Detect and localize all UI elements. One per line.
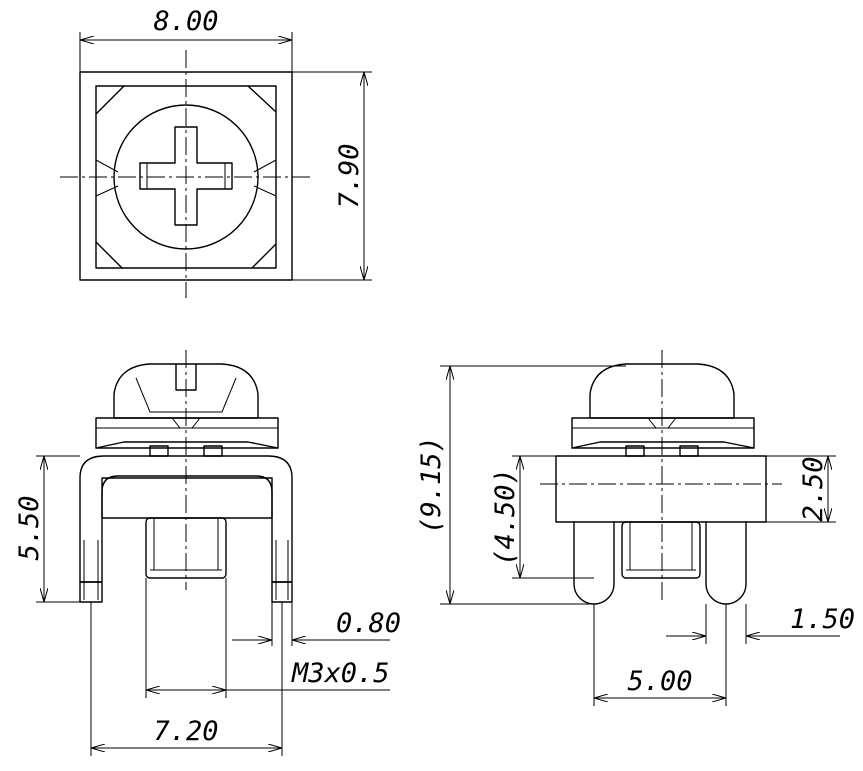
pin-diameter-dim-text: 1.50 (790, 604, 855, 635)
side-body (555, 455, 767, 523)
front-pin-left (79, 581, 103, 603)
top-width-dim-text: 8.00 (153, 6, 218, 37)
side-pin-left (573, 521, 615, 605)
front-height-dim-text: 5.50 (14, 495, 45, 560)
body-height-dim-text: 2.50 (798, 456, 829, 521)
side-screw-head (589, 363, 735, 419)
pin-spacing-dim-text: 7.20 (153, 716, 218, 747)
side-view: (9.15) (4.50) 2.50 1.50 5.00 (416, 350, 855, 706)
total-height-dim-text: (9.15) (416, 436, 447, 534)
front-pin-right (271, 581, 293, 603)
side-pin-spacing-dim-text: 5.00 (627, 666, 692, 697)
front-screw-head (113, 363, 259, 419)
side-threaded-shaft (621, 521, 701, 579)
cross-slot (139, 126, 233, 226)
front-view: 5.50 0.80 M3x0.5 7.20 (14, 350, 401, 756)
thread-dim-text: M3x0.5 (291, 658, 390, 689)
pin-width-dim-text: 0.80 (336, 608, 401, 639)
top-height-dim-text: 7.90 (334, 143, 365, 208)
top-view: 8.00 7.90 (60, 6, 372, 298)
body-to-pin-dim-text: (4.50) (490, 468, 521, 566)
side-pin-right (705, 521, 747, 605)
